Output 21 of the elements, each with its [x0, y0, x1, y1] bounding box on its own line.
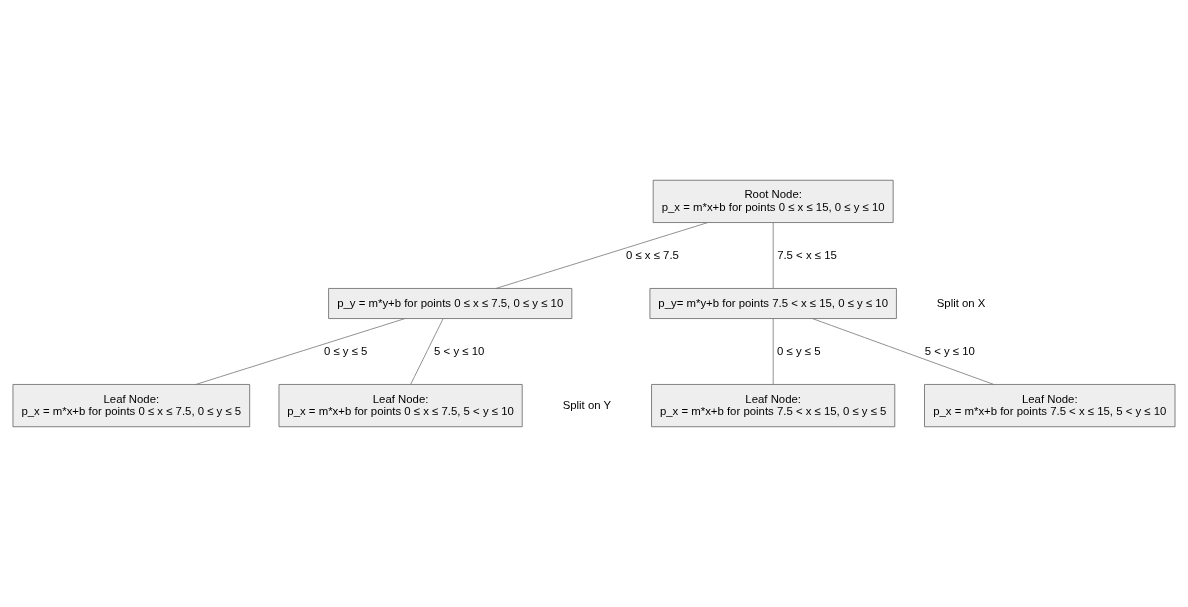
node-box: p_y= m*y+b for points 7.5 < x ≤ 15, 0 ≤ y ≤ 10: [649, 288, 897, 319]
connector: [772, 318, 774, 385]
node-box: p_y = m*y+b for points 0 ≤ x ≤ 7.5, 0 ≤ y ≤ 10: [328, 288, 573, 319]
label: Split on Y: [562, 398, 612, 411]
connector: [195, 318, 406, 385]
node-box: Leaf Node: p_x = m*x+b for points 0 ≤ x ≤ 7.5, 0 ≤ y ≤ 5: [12, 384, 251, 428]
edge-label: 0 ≤ y ≤ 5: [777, 344, 821, 357]
connector: [812, 318, 994, 385]
edge-label: 5 < y ≤ 10: [924, 344, 975, 357]
node-box: Leaf Node: p_x = m*x+b for points 7.5 < x ≤ 15, 5 < y ≤ 10: [924, 384, 1176, 428]
connector: [495, 222, 708, 289]
label: Split on X: [936, 296, 986, 309]
node-box: Leaf Node: p_x = m*x+b for points 7.5 < x ≤ 15, 0 ≤ y ≤ 5: [651, 384, 896, 428]
connector: [772, 222, 774, 289]
edge-label: 0 ≤ y ≤ 5: [323, 344, 368, 357]
node-box: Leaf Node: p_x = m*x+b for points 0 ≤ x ≤ 7.5, 5 < y ≤ 10: [278, 384, 523, 428]
edge-label: 7.5 < x ≤ 15: [777, 248, 837, 261]
node-box: Root Node: p_x = m*x+b for points 0 ≤ x ≤ 15, 0 ≤ y ≤ 10: [652, 179, 894, 223]
edge-label: 5 < y ≤ 10: [434, 344, 485, 357]
edge-label: 0 ≤ x ≤ 7.5: [625, 248, 679, 261]
connector: [410, 318, 444, 385]
